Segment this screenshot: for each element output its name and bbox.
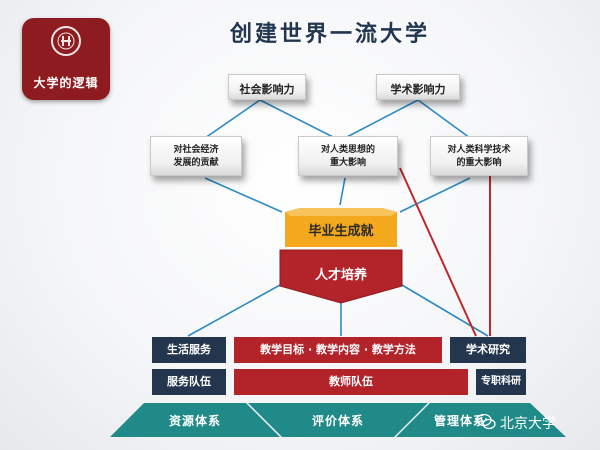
thought-impact-line1: 对人类思想的	[320, 145, 375, 155]
academic-impact-label: 学术影响力	[390, 83, 446, 96]
foundation-evaluation-shape	[248, 403, 428, 437]
connector-social-to-thought	[259, 99, 336, 139]
talent-cultivation-shape	[279, 249, 403, 304]
foundation-management-shape	[396, 403, 566, 437]
faculty-bar: 教师队伍	[234, 369, 468, 395]
teaching-bar: 教学目标 · 教学内容 · 教学方法	[234, 337, 442, 363]
thought-impact-box: 对人类思想的 重大影响	[298, 136, 398, 176]
watermark-text: 北京大学	[500, 416, 556, 432]
watermark: 北京大学	[476, 412, 596, 434]
wechat-icon	[476, 413, 496, 430]
society-contribution-line2: 发展的贡献	[173, 158, 219, 168]
service-team-bar: 服务队伍	[152, 369, 226, 395]
connector-thought-to-research	[399, 167, 477, 337]
science-impact-box: 对人类科学技术 的重大影响	[430, 136, 528, 176]
connector-science-to-graduate	[399, 177, 471, 213]
connector-talent-to-life-service	[187, 284, 281, 337]
society-contribution-box: 对社会经济 发展的贡献	[150, 136, 242, 176]
graduate-achievement-shape	[285, 208, 397, 247]
social-impact-box: 社会影响力	[228, 74, 306, 100]
science-impact-line2: 的重大影响	[456, 158, 502, 168]
logo-text: 大学的逻辑	[33, 76, 99, 90]
talent-cultivation-label: 人才培养	[314, 268, 367, 283]
connector-social-to-society	[204, 99, 261, 139]
connector-society-to-graduate	[204, 177, 283, 213]
foundation-evaluation-label: 评价体系	[311, 414, 364, 428]
university-seal-icon	[51, 26, 81, 56]
foundation-resources-label: 资源体系	[168, 414, 221, 428]
life-service-bar: 生活服务	[152, 337, 226, 363]
connector-thought-to-graduate	[339, 177, 346, 206]
connector-academic-to-science	[417, 99, 471, 139]
social-impact-label: 社会影响力	[239, 83, 295, 96]
page-title: 创建世界一流大学	[229, 22, 430, 47]
foundation-resources-shape	[110, 403, 280, 437]
science-impact-line1: 对人类科学技术	[447, 145, 511, 155]
graduate-achievement-label: 毕业生成就	[308, 224, 374, 239]
society-contribution-line1: 对社会经济	[173, 145, 219, 155]
connector-academic-to-thought	[344, 99, 419, 139]
academic-impact-box: 学术影响力	[376, 74, 460, 100]
logo-badge: 大学的逻辑	[22, 18, 110, 100]
academic-research-bar: 学术研究	[450, 337, 526, 363]
foundation-management-label: 管理体系	[433, 414, 486, 428]
research-staff-bar: 专职科研	[476, 369, 526, 395]
thought-impact-line2: 重大影响	[329, 158, 366, 168]
connector-talent-to-research	[401, 284, 489, 337]
